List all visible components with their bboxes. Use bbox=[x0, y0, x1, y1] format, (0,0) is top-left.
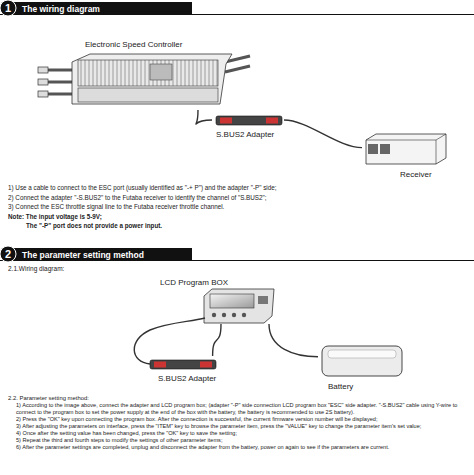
esc-node: Electronic Speed Controller bbox=[38, 40, 238, 110]
lcd-box-drawing bbox=[204, 289, 274, 323]
text-block: 1) Use a cable to connect to the ESC por… bbox=[8, 183, 468, 231]
part-label: Receiver bbox=[400, 170, 432, 179]
step-line: 1) According to the image above, connect… bbox=[8, 402, 468, 416]
cable bbox=[269, 324, 318, 357]
note-line: The "-P" port does not provide a power i… bbox=[8, 221, 468, 231]
step-line: 5) Repeat the third and fourth steps to … bbox=[8, 437, 468, 444]
cable bbox=[196, 110, 212, 124]
part-label: S.BUS2 Adapter bbox=[216, 130, 274, 139]
adapter-node: S.BUS2 Adapter bbox=[146, 356, 220, 388]
part-label: S.BUS2 Adapter bbox=[158, 374, 216, 383]
step-line: 3) After adjusting the parameters on int… bbox=[8, 423, 468, 430]
section-title: The parameter setting method bbox=[22, 250, 144, 260]
esc-drawing bbox=[38, 54, 250, 104]
instruction-line: 1) Use a cable to connect to the ESC por… bbox=[8, 183, 468, 193]
subheading: 2.1.Wiring diagram: bbox=[8, 265, 64, 272]
receiver-drawing bbox=[366, 134, 446, 164]
part-label: Electronic Speed Controller bbox=[85, 40, 182, 49]
step-line: 6) After the parameter settings are comp… bbox=[8, 444, 468, 451]
section-number: 2 bbox=[3, 248, 13, 260]
adapter-drawing bbox=[134, 318, 216, 369]
subheading: 2.2. Parameter setting method: bbox=[8, 395, 468, 402]
step-line: 2) Press the "OK" key upon connecting th… bbox=[8, 416, 468, 423]
part-label: LCD Program BOX bbox=[160, 278, 228, 287]
cable bbox=[284, 120, 362, 148]
note-line: Note: The input voltage is 5-9V; bbox=[8, 212, 468, 222]
adapter-drawing bbox=[216, 116, 282, 125]
battery-node: Battery bbox=[318, 340, 406, 396]
section-number: 1 bbox=[3, 2, 13, 14]
adapter-node: S.BUS2 Adapter bbox=[212, 114, 284, 144]
battery-drawing bbox=[322, 346, 402, 376]
instruction-line: 2) Connect the adapter "-S.BUS2" to the … bbox=[8, 193, 468, 203]
step-line: 4) Once after the setting value has been… bbox=[8, 430, 468, 437]
program-box-node: LCD Program BOX bbox=[155, 278, 275, 324]
section-title: The wiring diagram bbox=[22, 4, 100, 14]
section-header bbox=[0, 0, 474, 16]
receiver-node: Receiver bbox=[362, 132, 450, 184]
part-label: Battery bbox=[328, 382, 353, 391]
section-header bbox=[0, 246, 474, 262]
instruction-line: 3) Connect the ESC throttle signal line … bbox=[8, 202, 468, 212]
cable bbox=[213, 324, 221, 356]
text-block: 2.2. Parameter setting method:1) Accordi… bbox=[8, 395, 468, 451]
